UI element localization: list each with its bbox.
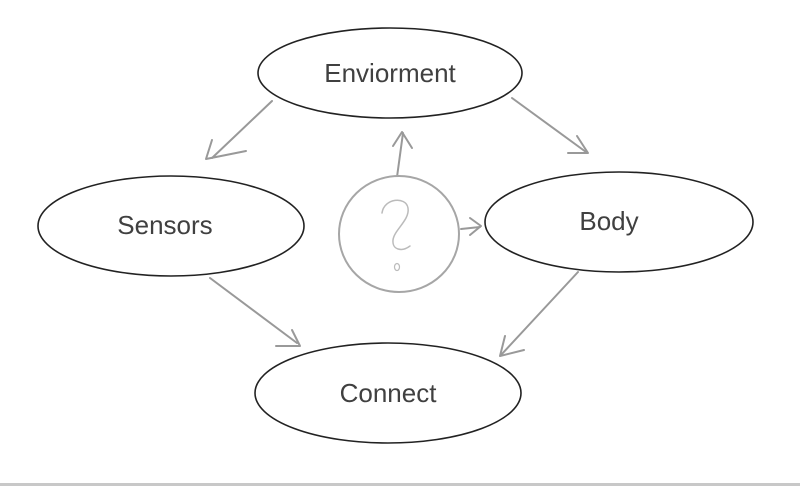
arrow-environment-to-body: [511, 97, 589, 154]
question-mark-icon: [381, 199, 411, 272]
node-connect-label: Connect: [340, 378, 438, 408]
bottom-divider: [0, 483, 800, 486]
arrow-environment-to-sensors: [205, 100, 273, 160]
node-environment[interactable]: Enviorment: [257, 27, 523, 119]
node-connect[interactable]: Connect: [254, 342, 522, 444]
question-node[interactable]: [338, 175, 460, 293]
node-sensors[interactable]: Sensors: [37, 175, 305, 277]
node-body-label: Body: [579, 206, 638, 236]
node-body[interactable]: Body: [484, 171, 754, 273]
arrow-question-to-environment: [392, 131, 413, 178]
arrow-question-to-body: [460, 217, 482, 236]
node-environment-label: Enviorment: [324, 58, 456, 88]
node-sensors-label: Sensors: [117, 210, 212, 240]
arrow-sensors-to-connect: [209, 277, 301, 347]
arrow-body-to-connect: [499, 271, 579, 357]
